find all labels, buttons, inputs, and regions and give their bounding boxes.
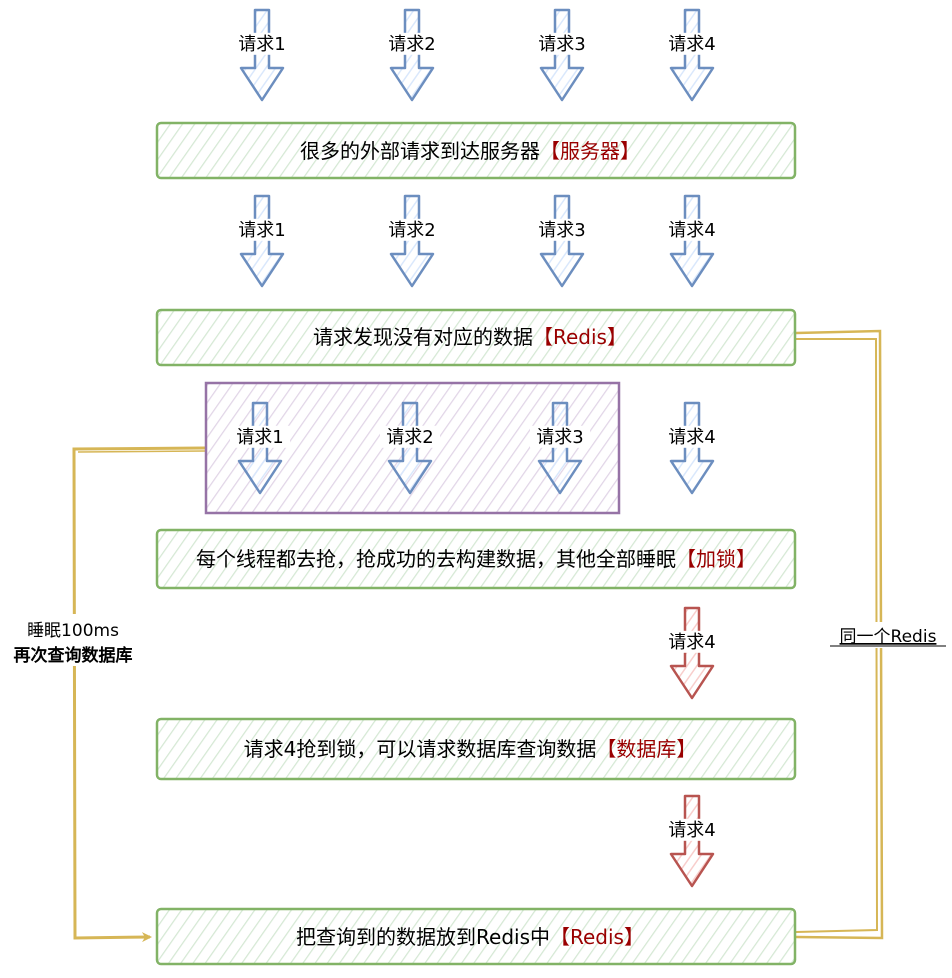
request-label: 请求3 bbox=[536, 427, 583, 448]
right-redis-label: 同一个Redis bbox=[828, 622, 948, 648]
request-arrow-1: 请求1 bbox=[232, 194, 292, 288]
request-arrow-3: 请求3 bbox=[532, 194, 592, 288]
box-database: 请求4抢到锁，可以请求数据库查询数据【数据库】 bbox=[155, 717, 797, 781]
request-arrow-4: 请求4 bbox=[662, 8, 722, 102]
down-arrow-icon bbox=[239, 8, 285, 102]
box-lock-tag: 【加锁】 bbox=[676, 547, 756, 571]
right-redis-label-text: 同一个Redis bbox=[840, 627, 937, 647]
box-lock-text: 每个线程都去抢，抢成功的去构建数据，其他全部睡眠 bbox=[196, 547, 676, 571]
locked-request-arrow: 请求4 bbox=[662, 606, 722, 700]
svg-text:请求发现没有对应的数据【Redis】: 请求发现没有对应的数据【Redis】 bbox=[313, 325, 627, 349]
down-arrow-icon bbox=[539, 8, 585, 102]
box-database-tag: 【数据库】 bbox=[596, 737, 696, 761]
request-label: 请求2 bbox=[386, 427, 433, 448]
request-arrow-1: 请求1 bbox=[232, 8, 292, 102]
down-arrow-icon bbox=[669, 794, 715, 888]
down-arrow-icon bbox=[239, 194, 285, 288]
request-label: 请求4 bbox=[668, 632, 715, 653]
request-arrow-3: 请求3 bbox=[532, 8, 592, 102]
down-arrow-icon bbox=[387, 401, 433, 495]
down-arrow-icon bbox=[669, 606, 715, 700]
down-arrow-icon bbox=[389, 8, 435, 102]
down-arrow-icon bbox=[537, 401, 583, 495]
request-label: 请求4 bbox=[668, 427, 715, 448]
request-label: 请求2 bbox=[388, 34, 435, 55]
box-server-tag: 【服务器】 bbox=[540, 139, 640, 163]
down-arrow-icon bbox=[669, 401, 715, 495]
box-write-redis-text: 把查询到的数据放到Redis中 bbox=[296, 925, 550, 949]
box-redis-miss-tag: 【Redis】 bbox=[533, 325, 627, 349]
request-label: 请求3 bbox=[538, 34, 585, 55]
request-arrow-2: 请求2 bbox=[382, 8, 442, 102]
request-label: 请求4 bbox=[668, 820, 715, 841]
request-arrow-2: 请求2 bbox=[380, 401, 440, 495]
request-arrow-4: 请求4 bbox=[662, 194, 722, 288]
svg-text:请求4抢到锁，可以请求数据库查询数据【数据库】: 请求4抢到锁，可以请求数据库查询数据【数据库】 bbox=[244, 737, 697, 761]
box-redis-miss: 请求发现没有对应的数据【Redis】 bbox=[155, 308, 797, 367]
db-result-arrow: 请求4 bbox=[662, 794, 722, 888]
box-write-redis-tag: 【Redis】 bbox=[550, 925, 644, 949]
svg-text:把查询到的数据放到Redis中【Redis】: 把查询到的数据放到Redis中【Redis】 bbox=[296, 925, 644, 949]
down-arrow-icon bbox=[669, 8, 715, 102]
request-label: 请求1 bbox=[236, 427, 283, 448]
down-arrow-icon bbox=[669, 194, 715, 288]
request-label: 请求4 bbox=[668, 34, 715, 55]
down-arrow-icon bbox=[389, 194, 435, 288]
left-loop-line1: 睡眠100ms bbox=[27, 621, 119, 641]
request-label: 请求2 bbox=[388, 220, 435, 241]
box-lock: 每个线程都去抢，抢成功的去构建数据，其他全部睡眠【加锁】 bbox=[155, 528, 797, 590]
request-arrow-4: 请求4 bbox=[662, 401, 722, 495]
left-loop-line2: 再次查询数据库 bbox=[14, 645, 133, 666]
request-label: 请求1 bbox=[238, 34, 285, 55]
request-arrow-3: 请求3 bbox=[530, 401, 590, 495]
box-redis-miss-text: 请求发现没有对应的数据 bbox=[313, 325, 533, 349]
left-loop-connector bbox=[72, 446, 206, 943]
request-arrow-1: 请求1 bbox=[230, 401, 290, 495]
request-label: 请求3 bbox=[538, 220, 585, 241]
box-server-text: 很多的外部请求到达服务器 bbox=[300, 139, 540, 163]
request-label: 请求1 bbox=[238, 220, 285, 241]
request-arrow-2: 请求2 bbox=[382, 194, 442, 288]
box-write-redis: 把查询到的数据放到Redis中【Redis】 bbox=[155, 907, 797, 966]
request-label: 请求4 bbox=[668, 220, 715, 241]
left-loop-label: 睡眠100ms 再次查询数据库 bbox=[14, 614, 142, 666]
down-arrow-icon bbox=[237, 401, 283, 495]
svg-text:每个线程都去抢，抢成功的去构建数据，其他全部睡眠【加锁】: 每个线程都去抢，抢成功的去构建数据，其他全部睡眠【加锁】 bbox=[196, 547, 756, 571]
down-arrow-icon bbox=[539, 194, 585, 288]
box-database-text: 请求4抢到锁，可以请求数据库查询数据 bbox=[244, 737, 597, 761]
svg-text:很多的外部请求到达服务器【服务器】: 很多的外部请求到达服务器【服务器】 bbox=[300, 139, 640, 163]
box-server: 很多的外部请求到达服务器【服务器】 bbox=[155, 121, 797, 180]
